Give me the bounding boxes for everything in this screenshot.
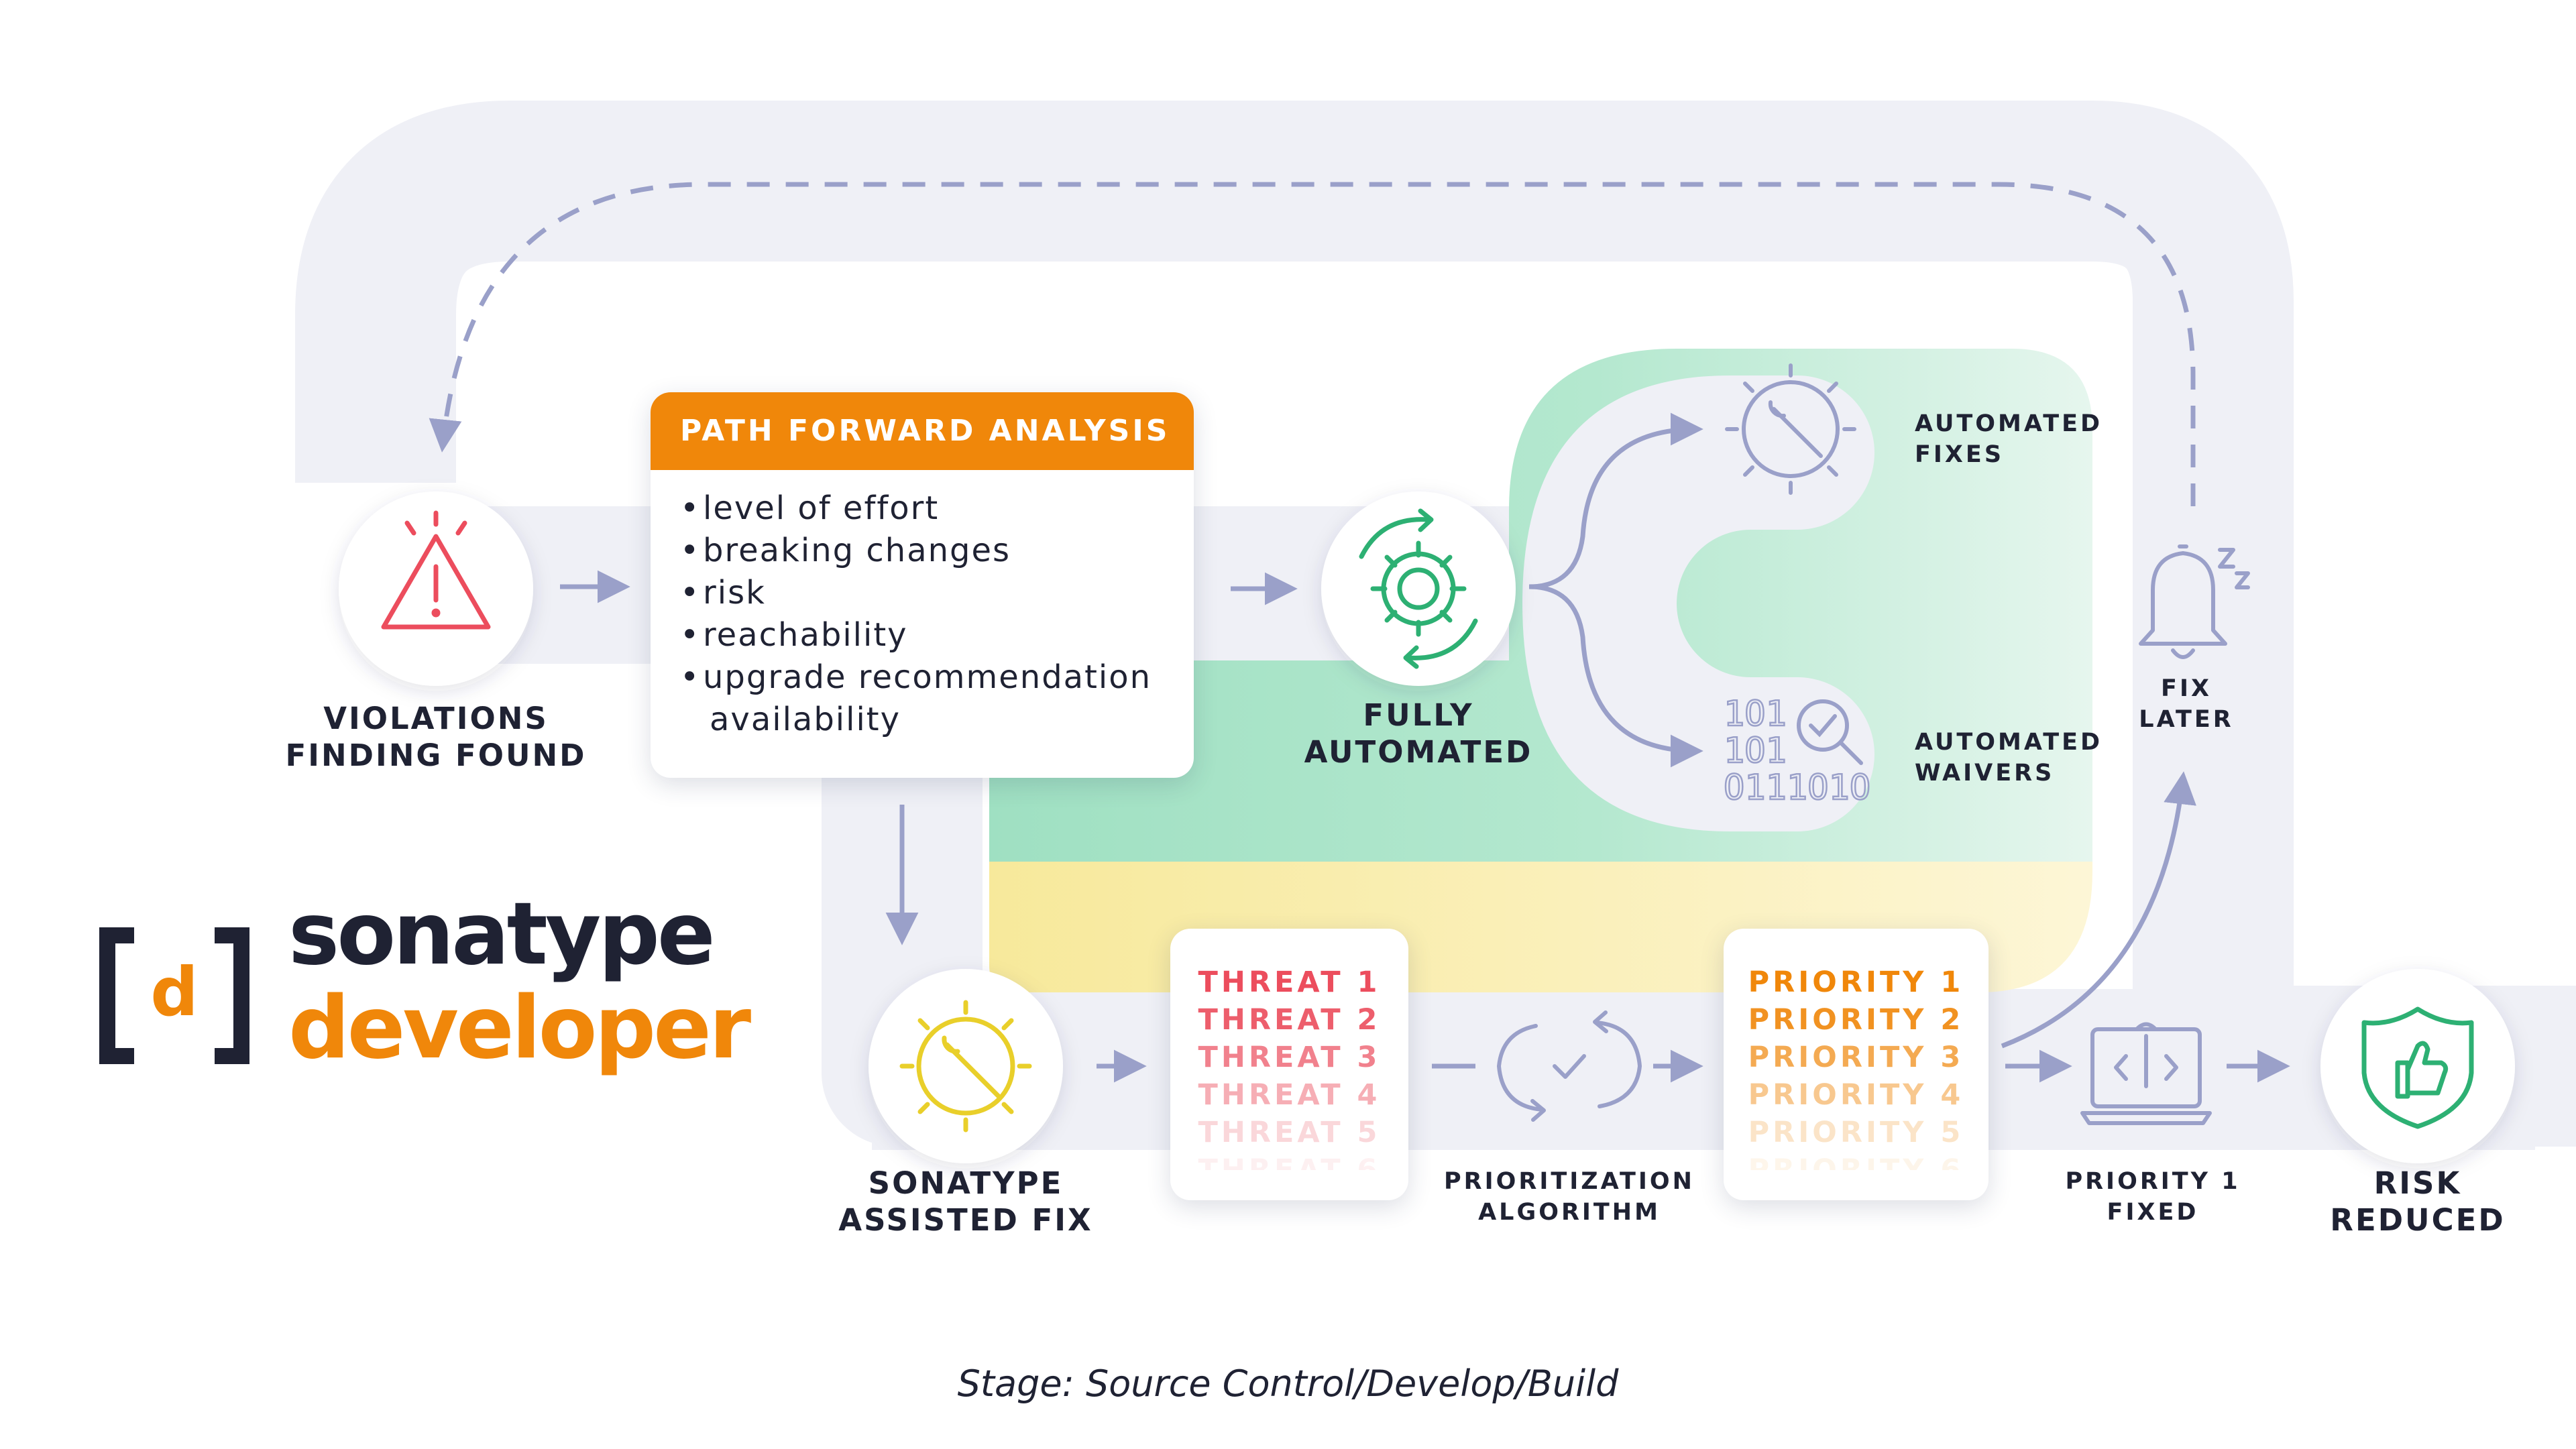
list-item: •reachability bbox=[680, 616, 908, 654]
label-line: FIXED bbox=[2107, 1198, 2199, 1226]
priority-item: PRIORITY 5 bbox=[1748, 1116, 1964, 1149]
violations-label: VIOLATIONS FINDING FOUND bbox=[275, 701, 597, 774]
gear-wrench-icon-fixes bbox=[1725, 363, 1856, 495]
lower-track bbox=[872, 989, 2535, 1150]
label-line: VIOLATIONS bbox=[323, 701, 549, 736]
threat-item: THREAT 3 bbox=[1198, 1041, 1381, 1074]
priorities-card: PRIORITY 1 PRIORITY 2 PRIORITY 3 PRIORIT… bbox=[1724, 929, 1989, 1200]
threat-item: THREAT 5 bbox=[1198, 1116, 1381, 1149]
list-item-label: reachability bbox=[703, 616, 908, 654]
sonatype-logo-mark bbox=[99, 927, 249, 1064]
risk-reduced-label: RISK REDUCED bbox=[2297, 1165, 2538, 1239]
return-dashed-arrow bbox=[429, 182, 2196, 506]
label-line: FINDING FOUND bbox=[285, 737, 587, 773]
analysis-criteria-list: •level of effort •breaking changes •risk… bbox=[651, 470, 1194, 741]
priority-item: PRIORITY 4 bbox=[1748, 1078, 1964, 1112]
path-forward-analysis-card: PATH FORWARD ANALYSIS •level of effort •… bbox=[651, 392, 1194, 778]
prioritization-label: PRIORITIZATION ALGORITHM bbox=[1422, 1167, 1717, 1228]
logo-word-sonatype: sonatype bbox=[288, 884, 716, 984]
fully-automated-label: FULLY AUTOMATED bbox=[1271, 697, 1566, 771]
label-line: AUTOMATED bbox=[1304, 734, 1533, 770]
threat-item: THREAT 6 bbox=[1198, 1153, 1381, 1170]
list-item-label: breaking changes bbox=[703, 532, 1011, 569]
label-line: FIXES bbox=[1915, 441, 2005, 468]
logo-word-developer: developer bbox=[288, 978, 751, 1078]
priority-item: PRIORITY 3 bbox=[1748, 1041, 1964, 1074]
risk-reduced-node bbox=[2320, 969, 2515, 1163]
outer-loop-track bbox=[295, 101, 2576, 1147]
list-item-continuation: availability bbox=[710, 701, 901, 738]
assisted-fix-label: SONATYPE ASSISTED FIX bbox=[818, 1165, 1113, 1239]
automated-fixes-label: AUTOMATED FIXES bbox=[1915, 409, 2103, 470]
binary-line-1: 1O1 bbox=[1724, 694, 1787, 734]
threat-item: THREAT 2 bbox=[1198, 1003, 1381, 1037]
label-line: ALGORITHM bbox=[1478, 1198, 1661, 1226]
priority-item: PRIORITY 1 bbox=[1748, 966, 1964, 999]
threat-item: THREAT 4 bbox=[1198, 1078, 1381, 1112]
label-line: REDUCED bbox=[2330, 1202, 2506, 1238]
label-line: AUTOMATED bbox=[1915, 729, 2103, 756]
priority-item: PRIORITY 2 bbox=[1748, 1003, 1964, 1037]
snooze-bell-icon bbox=[2139, 544, 2250, 659]
automated-waivers-label: AUTOMATED WAIVERS bbox=[1915, 728, 2103, 789]
label-line: FIX bbox=[2161, 675, 2212, 702]
threat-list: THREAT 1 THREAT 2 THREAT 3 THREAT 4 THRE… bbox=[1170, 964, 1408, 1170]
arrow-fork-to-waivers bbox=[1528, 584, 1703, 768]
list-item: •breaking changes bbox=[680, 532, 1011, 569]
priority-list: PRIORITY 1 PRIORITY 2 PRIORITY 3 PRIORIT… bbox=[1724, 964, 1989, 1170]
cycle-check-icon bbox=[1497, 1010, 1642, 1122]
priority-fixed-label: PRIORITY 1 FIXED bbox=[2052, 1167, 2253, 1228]
gear-cycle-icon bbox=[1359, 508, 1478, 669]
binary-search-icon bbox=[1797, 699, 1863, 765]
binary-line-2: 1O1 bbox=[1724, 731, 1787, 771]
label-line: PRIORITY 1 bbox=[2065, 1168, 2241, 1195]
stage-caption: Stage: Source Control/Develop/Build bbox=[957, 1363, 1619, 1405]
logo-mark-letter: d bbox=[150, 953, 199, 1031]
list-item: •level of effort bbox=[680, 489, 940, 527]
warning-icon bbox=[381, 510, 491, 630]
fix-later-label: FIX LATER bbox=[2119, 674, 2253, 735]
list-item-label: level of effort bbox=[703, 489, 940, 527]
label-line: SONATYPE bbox=[868, 1165, 1064, 1201]
path-forward-analysis-title: PATH FORWARD ANALYSIS bbox=[651, 392, 1194, 470]
threat-item: THREAT 1 bbox=[1198, 966, 1381, 999]
label-line: AUTOMATED bbox=[1915, 410, 2103, 437]
laptop-wrench-icon bbox=[2080, 1022, 2212, 1125]
binary-line-3: O111O1O bbox=[1724, 768, 1870, 808]
label-line: WAIVERS bbox=[1915, 759, 2055, 787]
label-line: RISK bbox=[2373, 1165, 2462, 1201]
list-item-label: risk bbox=[703, 574, 766, 612]
label-line: ASSISTED FIX bbox=[838, 1202, 1093, 1238]
label-line: PRIORITIZATION bbox=[1444, 1168, 1695, 1195]
arrow-fork-to-fixes bbox=[1528, 412, 1703, 589]
gear-wrench-icon-assisted bbox=[899, 1000, 1032, 1133]
priority-item: PRIORITY 6 bbox=[1748, 1153, 1964, 1170]
shield-thumb-icon bbox=[2361, 1006, 2474, 1129]
list-item: •risk bbox=[680, 574, 766, 612]
list-item-label: upgrade recommendation bbox=[703, 658, 1152, 696]
label-line: FULLY bbox=[1363, 697, 1474, 733]
threats-card: THREAT 1 THREAT 2 THREAT 3 THREAT 4 THRE… bbox=[1170, 929, 1408, 1200]
arrow-priorities-to-fixlater bbox=[2001, 771, 2196, 1049]
label-line: LATER bbox=[2139, 705, 2234, 733]
